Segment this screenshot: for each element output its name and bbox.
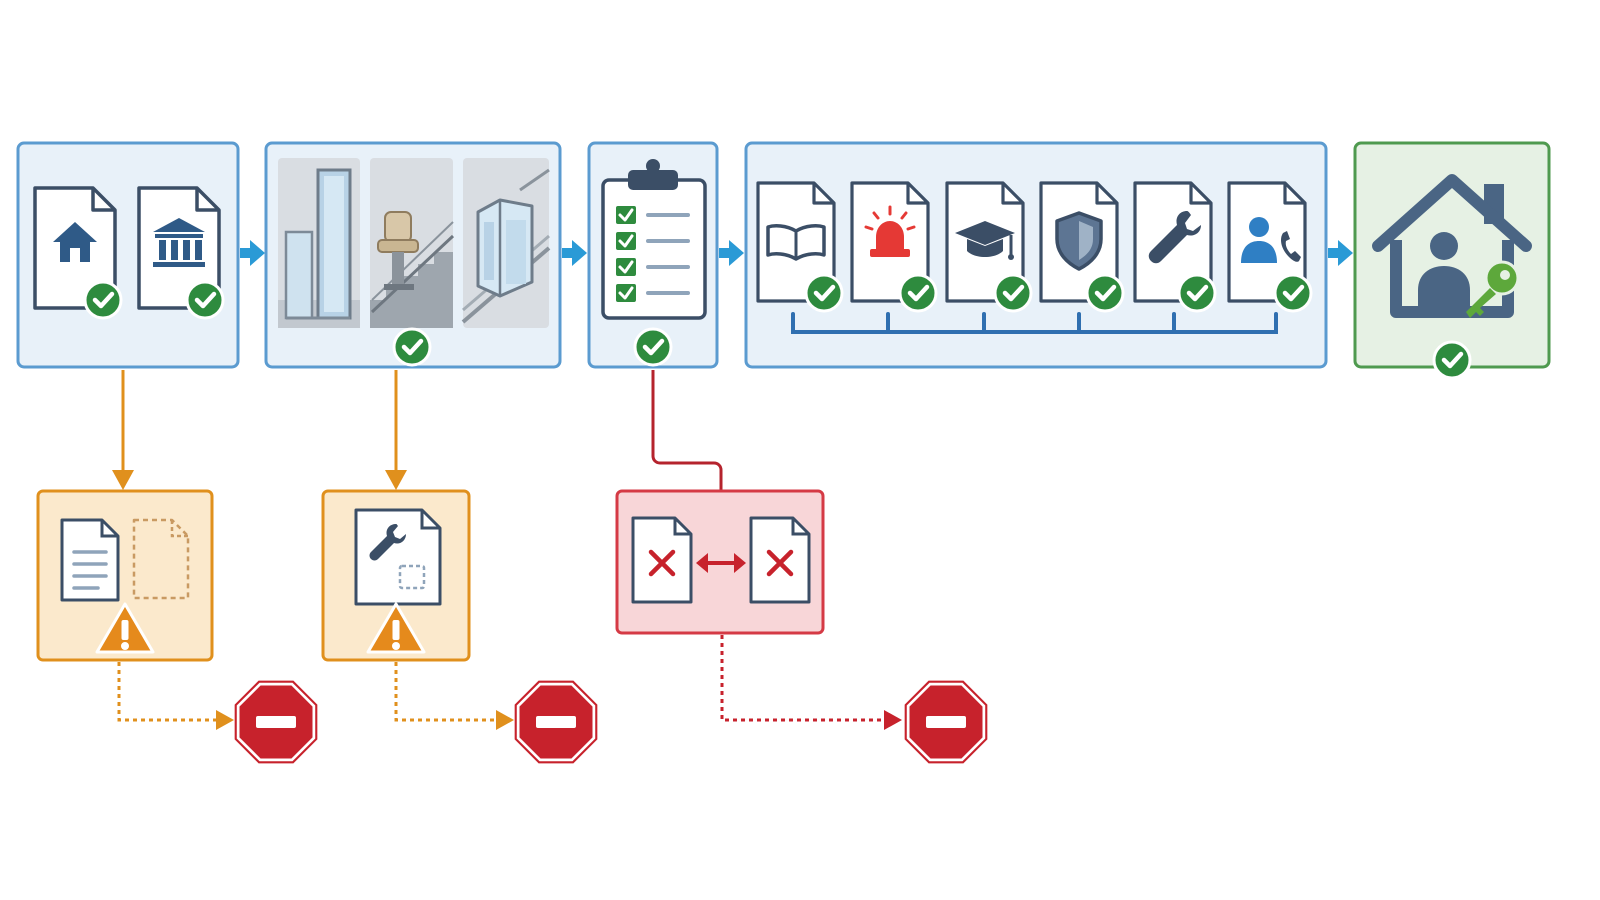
outcome-path bbox=[117, 662, 234, 730]
incomplete-installation-exception bbox=[321, 489, 471, 662]
contact-document-icon bbox=[1227, 181, 1311, 311]
exception-connector bbox=[651, 370, 723, 490]
institution-document-icon bbox=[137, 186, 223, 318]
document-icon bbox=[60, 518, 120, 602]
document-bracket bbox=[791, 312, 1278, 334]
stop-icon bbox=[234, 680, 318, 764]
home-key-icon bbox=[1372, 174, 1532, 318]
flow-arrow bbox=[1328, 240, 1353, 266]
vertical-platform-lift-photo bbox=[278, 158, 360, 328]
manual-document-icon bbox=[756, 181, 842, 311]
flow-arrow bbox=[240, 240, 265, 266]
missing-document-exception bbox=[36, 489, 214, 662]
stop-icon bbox=[514, 680, 598, 764]
check-icon bbox=[1434, 342, 1470, 378]
checklist-clipboard-icon bbox=[601, 159, 707, 320]
maintenance-document-icon bbox=[354, 508, 442, 606]
stop-icon bbox=[904, 680, 988, 764]
training-document-icon bbox=[945, 181, 1031, 311]
maintenance-document-icon bbox=[1133, 181, 1215, 311]
glass-lift-photo bbox=[461, 158, 551, 328]
house-document-icon bbox=[33, 186, 121, 318]
rejected-document-icon bbox=[749, 516, 811, 604]
outcome-path bbox=[720, 635, 902, 730]
missing-document-icon bbox=[132, 518, 190, 600]
mismatch-arrow-icon bbox=[696, 553, 746, 573]
checklist-stage bbox=[587, 141, 719, 369]
check-icon bbox=[394, 329, 430, 365]
handover-documents-stage bbox=[744, 141, 1328, 369]
lift-selection-stage bbox=[264, 141, 562, 369]
stairlift-photo bbox=[370, 158, 455, 328]
property-documents-stage bbox=[16, 141, 240, 369]
outcome-path bbox=[394, 662, 514, 730]
check-icon bbox=[635, 329, 671, 365]
exception-connector bbox=[112, 370, 134, 490]
document-mismatch-exception bbox=[615, 489, 825, 635]
alarm-document-icon bbox=[850, 181, 936, 311]
warranty-document-icon bbox=[1039, 181, 1123, 311]
flow-arrow bbox=[719, 240, 744, 266]
exception-connector bbox=[385, 370, 407, 490]
rejected-document-icon bbox=[631, 516, 693, 604]
home-handover-stage bbox=[1353, 141, 1551, 378]
flow-arrow bbox=[562, 240, 587, 266]
